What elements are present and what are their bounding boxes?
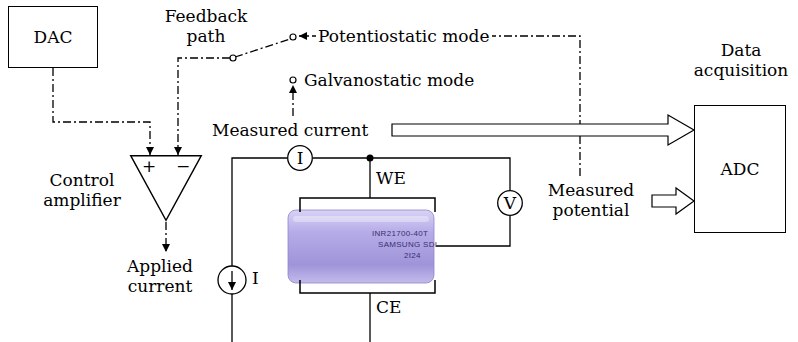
data-arrow xyxy=(652,188,694,214)
output-line xyxy=(165,222,166,252)
node-text: + xyxy=(140,156,158,176)
electrode-label: CE xyxy=(376,297,401,317)
data-arrow xyxy=(392,115,694,145)
mode-label: Galvanostatic mode xyxy=(304,70,474,90)
amplifier-label: Control amplifier xyxy=(30,170,134,210)
node-text: − xyxy=(174,156,192,176)
amplifier-outline xyxy=(131,156,202,221)
current-source-symbol xyxy=(218,266,246,294)
control-amplifier: +− xyxy=(130,155,202,221)
signal-label: Applied current xyxy=(112,256,208,296)
electrode-bracket xyxy=(300,280,435,293)
battery-print: 2I24 xyxy=(404,251,421,261)
electrode-label: WE xyxy=(376,168,406,188)
switch-contact xyxy=(290,34,296,40)
ammeter-circle: I xyxy=(287,145,313,171)
dac-box: DAC xyxy=(8,6,98,68)
wire xyxy=(369,293,370,342)
circuit-wire xyxy=(313,158,510,190)
current-source-arrow xyxy=(231,271,232,290)
switch-blade xyxy=(235,39,290,57)
node-text: V xyxy=(504,193,516,213)
control-signal-arrow xyxy=(53,68,150,155)
node-text: Data acquisition xyxy=(689,40,793,80)
mode-label: Potentiostatic mode xyxy=(316,26,492,46)
switch-label: Feedback path xyxy=(160,6,252,46)
battery-highlight xyxy=(293,216,429,222)
wire xyxy=(232,158,287,266)
feedback-line xyxy=(178,58,230,155)
meter-outline xyxy=(498,191,523,216)
meter-outline xyxy=(288,146,313,171)
node-text: DAC xyxy=(34,27,73,47)
switch-pivot xyxy=(230,55,236,61)
signal-label: Measured potential xyxy=(535,180,647,220)
switch-contact xyxy=(290,77,296,83)
current-feedback-line xyxy=(292,85,293,116)
battery-print: INR21700-40T xyxy=(372,229,428,239)
amplifier-triangle xyxy=(130,155,202,221)
wire xyxy=(436,216,510,246)
node-text: I xyxy=(297,148,304,168)
voltmeter-circle: V xyxy=(497,190,523,216)
battery-print: SAMSUNG SDI xyxy=(378,240,437,250)
potential-feedback-line xyxy=(299,36,580,176)
source-label: I xyxy=(252,268,259,288)
wire xyxy=(369,158,370,198)
electrode-bracket xyxy=(300,198,435,212)
signal-label: Measured current xyxy=(212,120,368,140)
adc-box: Data acquisitionADC xyxy=(694,105,786,233)
node-text: ADC xyxy=(721,159,760,179)
wire xyxy=(231,294,232,342)
